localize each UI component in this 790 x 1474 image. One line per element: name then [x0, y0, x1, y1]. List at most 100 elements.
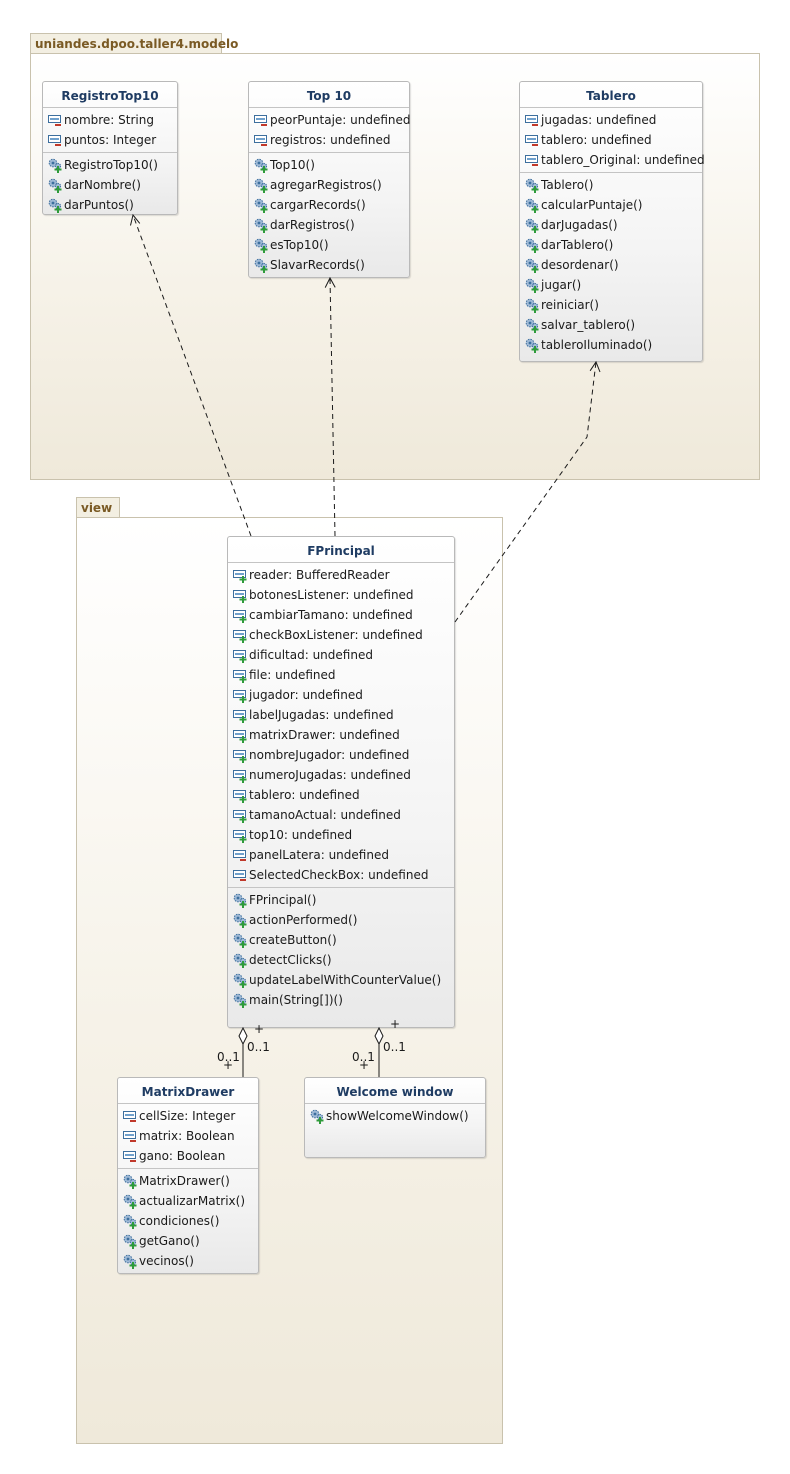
- private-field-icon: [47, 112, 63, 128]
- method-text: createButton(): [249, 933, 337, 947]
- method-text: condiciones(): [139, 1214, 220, 1228]
- method-row: condiciones(): [118, 1211, 258, 1231]
- attribute-text: matrixDrawer: undefined: [249, 728, 400, 742]
- public-method-icon: [47, 157, 63, 173]
- method-row: salvar_tablero(): [520, 315, 702, 335]
- public-method-icon: [47, 177, 63, 193]
- attribute-row: SelectedCheckBox: undefined: [228, 865, 454, 885]
- public-field-icon: [232, 627, 248, 643]
- mult-plus-fprincipal-matrix: +: [254, 1022, 265, 1036]
- attribute-row: file: undefined: [228, 665, 454, 685]
- method-text: salvar_tablero(): [541, 318, 636, 332]
- public-method-icon: [524, 197, 540, 213]
- method-row: agregarRegistros(): [249, 175, 409, 195]
- attribute-text: checkBoxListener: undefined: [249, 628, 423, 642]
- method-row: jugar(): [520, 275, 702, 295]
- public-field-icon: [232, 727, 248, 743]
- public-field-icon: [232, 667, 248, 683]
- mult-welcome-end: 0..1: [352, 1050, 375, 1064]
- method-row: MatrixDrawer(): [118, 1171, 258, 1191]
- attribute-text: matrix: Boolean: [139, 1129, 235, 1143]
- dependency-line-top10: [329, 277, 336, 537]
- private-field-icon: [232, 847, 248, 863]
- public-field-icon: [232, 607, 248, 623]
- private-field-icon: [524, 112, 540, 128]
- public-method-icon: [524, 257, 540, 273]
- method-row: cargarRecords(): [249, 195, 409, 215]
- method-row: getGano(): [118, 1231, 258, 1251]
- methods-section: RegistroTop10()darNombre()darPuntos(): [43, 153, 177, 217]
- public-method-icon: [232, 892, 248, 908]
- mult-fprincipal-matrix: 0..1: [247, 1040, 270, 1054]
- public-method-icon: [122, 1193, 138, 1209]
- method-row: showWelcomeWindow(): [305, 1106, 485, 1126]
- attribute-text: peorPuntaje: undefined: [270, 113, 411, 127]
- attribute-row: dificultad: undefined: [228, 645, 454, 665]
- mult-plus-welcome-end: +: [359, 1058, 370, 1072]
- attribute-text: labelJugadas: undefined: [249, 708, 394, 722]
- attribute-text: botonesListener: undefined: [249, 588, 414, 602]
- attribute-row: nombre: String: [43, 110, 177, 130]
- method-text: actionPerformed(): [249, 913, 358, 927]
- attribute-row: nombreJugador: undefined: [228, 745, 454, 765]
- method-text: getGano(): [139, 1234, 200, 1248]
- method-text: showWelcomeWindow(): [326, 1109, 469, 1123]
- class-title: FPrincipal: [228, 537, 454, 563]
- attribute-text: panelLatera: undefined: [249, 848, 389, 862]
- method-text: darNombre(): [64, 178, 141, 192]
- method-text: desordenar(): [541, 258, 619, 272]
- public-method-icon: [232, 952, 248, 968]
- mult-fprincipal-welcome: 0..1: [383, 1040, 406, 1054]
- method-row: calcularPuntaje(): [520, 195, 702, 215]
- package-tab-view: view: [76, 497, 120, 517]
- attributes-section: reader: BufferedReader botonesListener: u…: [228, 563, 454, 888]
- method-text: esTop10(): [270, 238, 329, 252]
- public-method-icon: [253, 237, 269, 253]
- private-field-icon: [253, 132, 269, 148]
- method-row: updateLabelWithCounterValue(): [228, 970, 454, 990]
- method-text: darPuntos(): [64, 198, 134, 212]
- class-title: MatrixDrawer: [118, 1078, 258, 1104]
- method-row: createButton(): [228, 930, 454, 950]
- method-row: reiniciar(): [520, 295, 702, 315]
- methods-section: Top10()agregarRegistros()cargarRecords()…: [249, 153, 409, 277]
- attribute-row: cellSize: Integer: [118, 1106, 258, 1126]
- class-matrixdrawer[interactable]: MatrixDrawer cellSize: Integer matrix: Bo…: [117, 1077, 259, 1274]
- method-row: detectClicks(): [228, 950, 454, 970]
- public-method-icon: [253, 217, 269, 233]
- public-field-icon: [232, 807, 248, 823]
- public-method-icon: [122, 1233, 138, 1249]
- public-method-icon: [524, 317, 540, 333]
- class-welcome-window[interactable]: Welcome window showWelcomeWindow(): [304, 1077, 486, 1158]
- public-method-icon: [253, 197, 269, 213]
- arrowhead-top10: [324, 276, 336, 288]
- method-text: darRegistros(): [270, 218, 355, 232]
- class-fprincipal[interactable]: FPrincipal reader: BufferedReader botones…: [227, 536, 455, 1028]
- method-text: cargarRecords(): [270, 198, 366, 212]
- attribute-row: peorPuntaje: undefined: [249, 110, 411, 130]
- attribute-row: reader: BufferedReader: [228, 565, 454, 585]
- public-method-icon: [524, 277, 540, 293]
- attribute-text: top10: undefined: [249, 828, 353, 842]
- private-field-icon: [253, 112, 269, 128]
- attribute-row: top10: undefined: [228, 825, 454, 845]
- attribute-row: puntos: Integer: [43, 130, 177, 150]
- attribute-row: tablero: undefined: [520, 130, 702, 150]
- method-text: actualizarMatrix(): [139, 1194, 246, 1208]
- public-method-icon: [253, 257, 269, 273]
- attribute-row: numeroJugadas: undefined: [228, 765, 454, 785]
- class-title: Tablero: [520, 82, 702, 108]
- class-title: Top 10: [249, 82, 409, 108]
- method-row: actionPerformed(): [228, 910, 454, 930]
- attribute-row: tablero_Original: undefined: [520, 150, 705, 170]
- attribute-row: jugadas: undefined: [520, 110, 702, 130]
- attribute-text: tablero_Original: undefined: [541, 153, 705, 167]
- attribute-row: cambiarTamano: undefined: [228, 605, 454, 625]
- attribute-row: matrix: Boolean: [118, 1126, 258, 1146]
- method-row: tableroIluminado(): [520, 335, 702, 355]
- method-text: vecinos(): [139, 1254, 194, 1268]
